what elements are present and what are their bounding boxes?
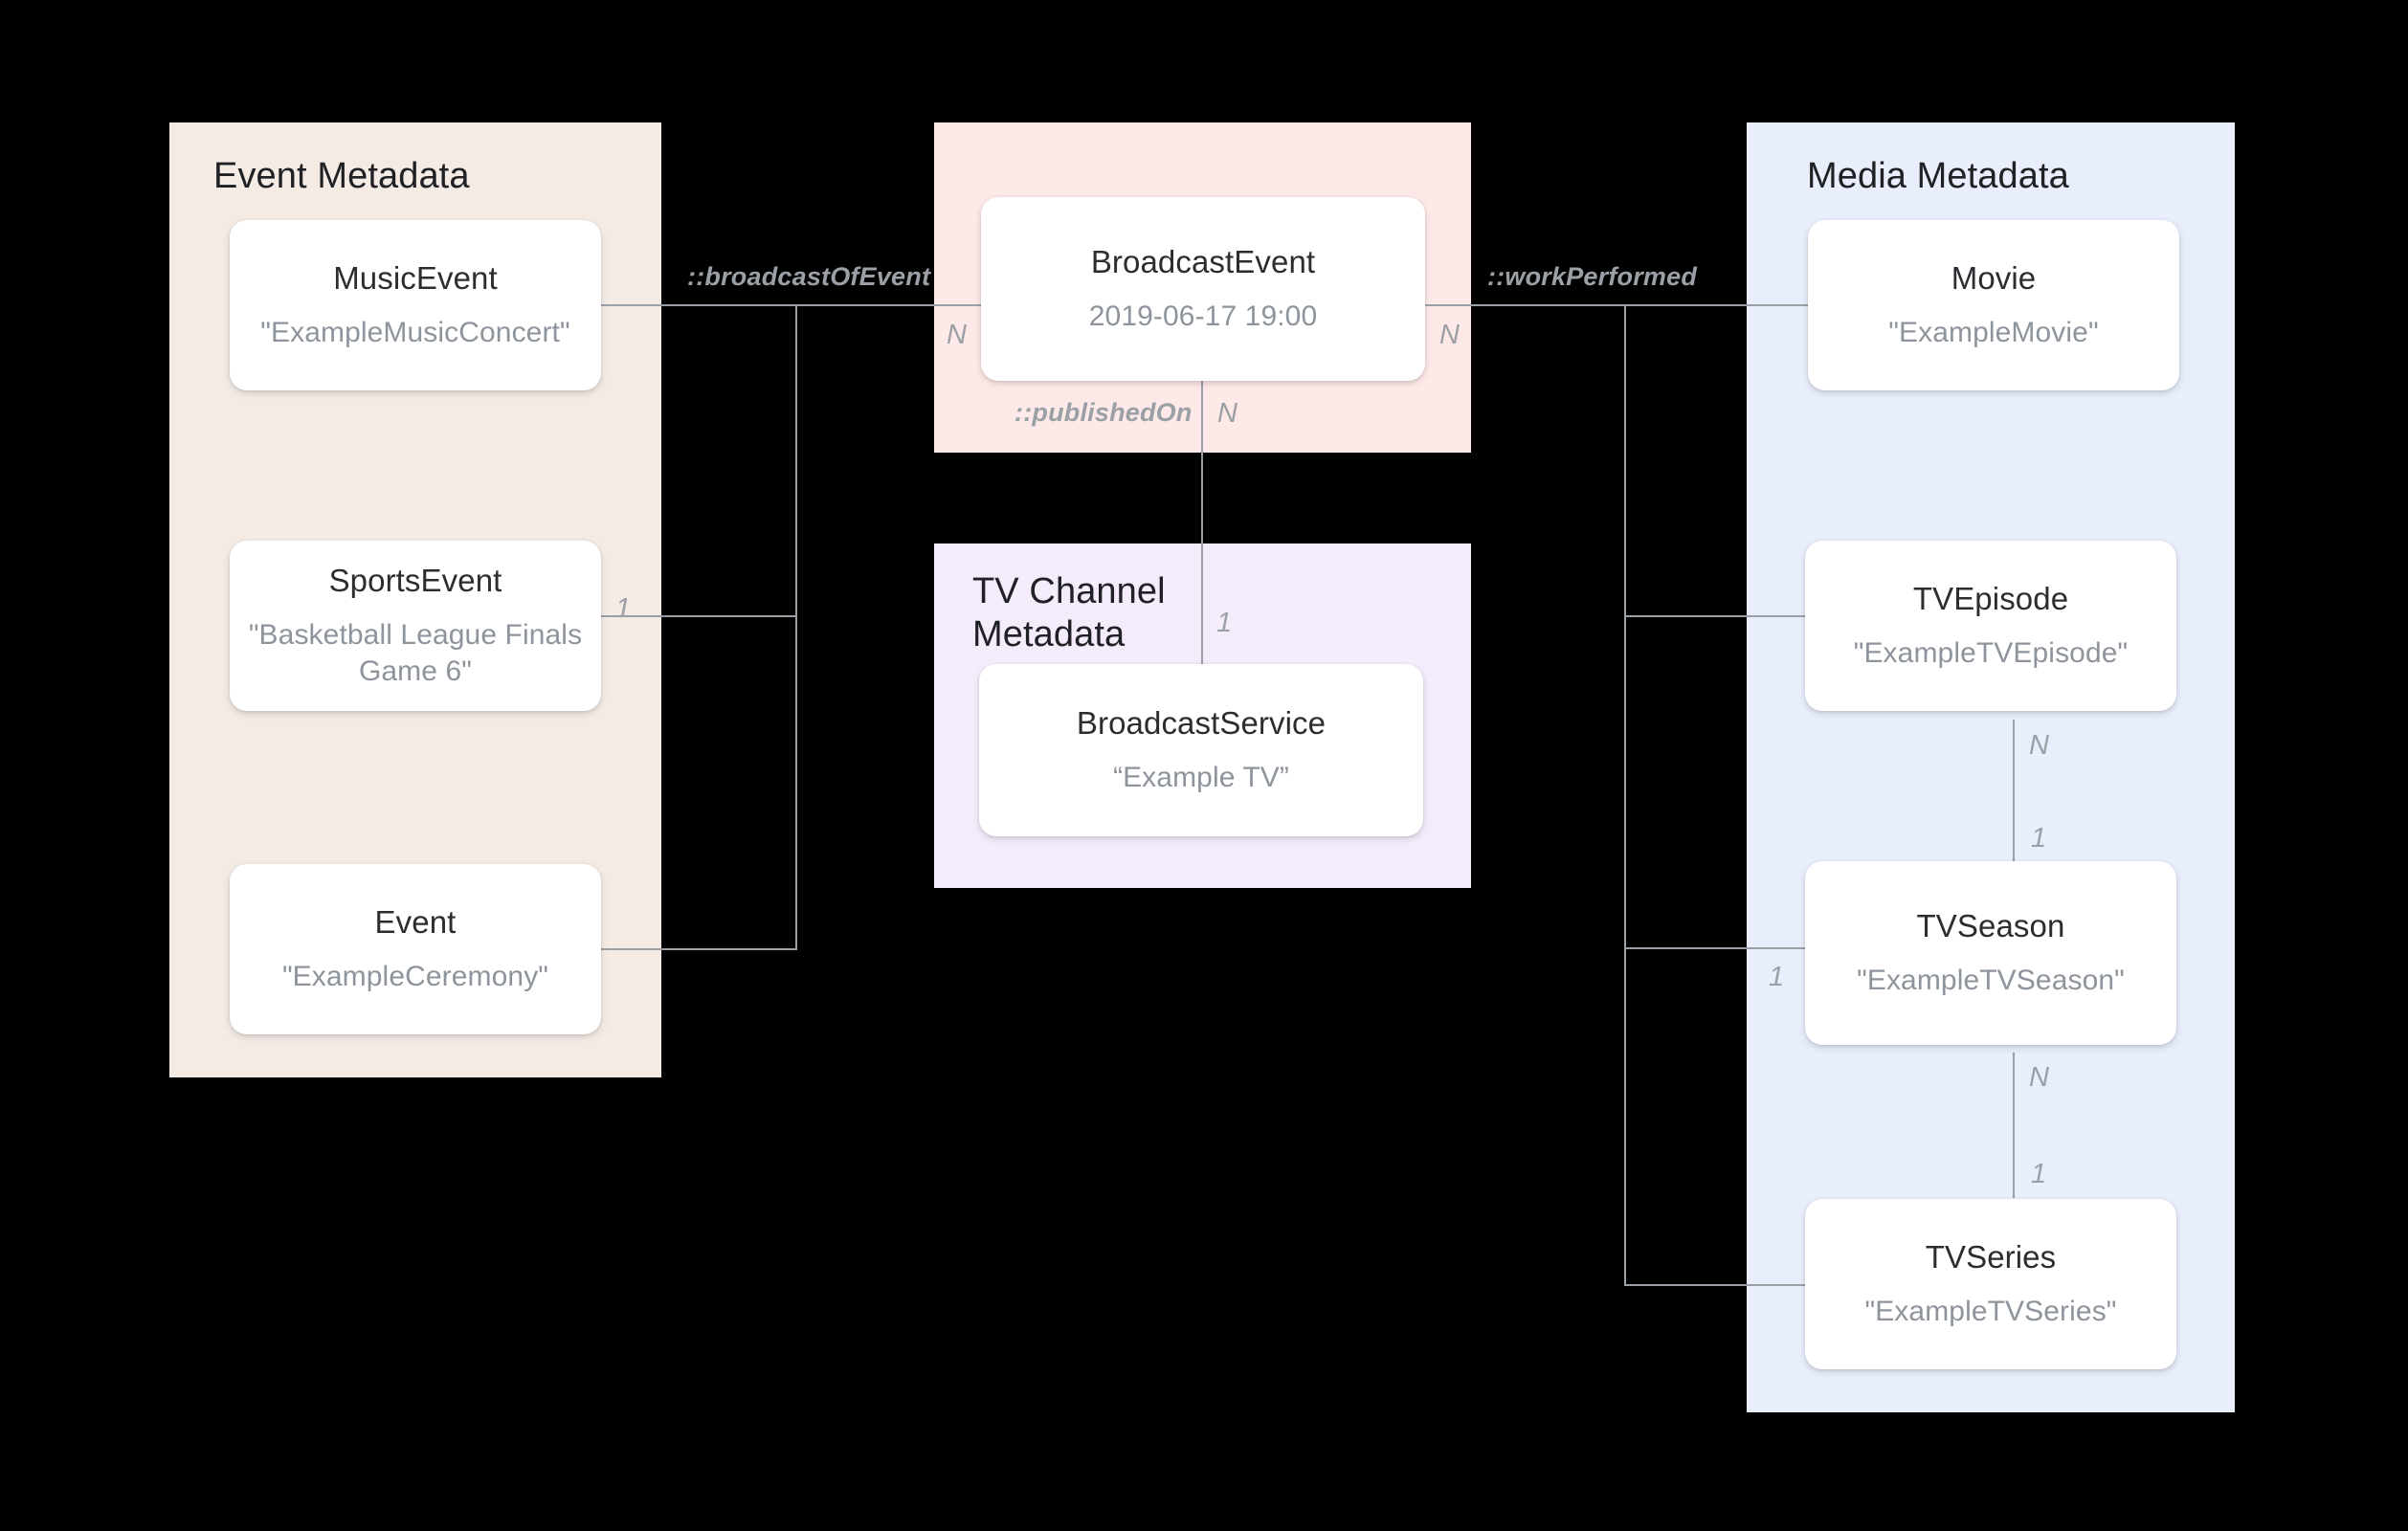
cardinality-n-tvepisode: N	[2029, 730, 2050, 761]
entity-card-movie[interactable]: Movie "ExampleMovie"	[1808, 220, 2179, 390]
connector-tvepisode-horizontal	[1624, 615, 1808, 617]
entity-value-movie: "ExampleMovie"	[1888, 317, 2099, 349]
entity-type-musicevent: MusicEvent	[333, 259, 498, 296]
connector-event-horizontal	[601, 948, 797, 950]
cardinality-n-broadcastevent-right: N	[1439, 320, 1460, 350]
connector-right-trunk-vertical	[1624, 304, 1626, 1286]
entity-type-sportsevent: SportsEvent	[328, 563, 502, 599]
edge-label-publishedon: ::publishedOn	[1014, 398, 1193, 427]
cardinality-1-tvseries: 1	[2031, 1159, 2047, 1189]
entity-type-tvseason: TVSeason	[1916, 907, 2065, 943]
cardinality-n-broadcastevent-left: N	[947, 320, 968, 350]
group-title-event-metadata: Event Metadata	[213, 156, 470, 196]
connector-movie-horizontal	[1624, 304, 1808, 306]
entity-card-tvseries[interactable]: TVSeries "ExampleTVSeries"	[1805, 1199, 2176, 1369]
connector-tvseries-horizontal	[1624, 1284, 1808, 1286]
entity-card-event[interactable]: Event "ExampleCeremony"	[230, 864, 601, 1034]
cardinality-1-tvseason-left: 1	[1769, 962, 1785, 992]
entity-card-broadcastevent[interactable]: BroadcastEvent 2019-06-17 19:00	[981, 197, 1425, 381]
entity-value-sportsevent: "Basketball League Finals Game 6"	[248, 619, 583, 688]
entity-type-event: Event	[374, 903, 457, 940]
entity-value-musicevent: "ExampleMusicConcert"	[260, 317, 570, 349]
entity-type-tvepisode: TVEpisode	[1912, 580, 2069, 616]
cardinality-1-sportsevent: 1	[615, 593, 632, 624]
entity-card-broadcastservice[interactable]: BroadcastService “Example TV”	[979, 664, 1423, 836]
entity-value-broadcastservice: “Example TV”	[1112, 762, 1290, 794]
connector-broadcastevent-to-right-trunk	[1425, 304, 1626, 306]
entity-card-tvseason[interactable]: TVSeason "ExampleTVSeason"	[1805, 861, 2176, 1045]
cardinality-1-broadcastservice: 1	[1216, 608, 1233, 638]
connector-left-trunk-vertical	[795, 304, 797, 950]
connector-sportsevent-horizontal	[601, 615, 797, 617]
connector-tvseason-horizontal	[1624, 947, 1808, 949]
entity-type-broadcastevent: BroadcastEvent	[1090, 243, 1316, 279]
connector-publishedon-vertical	[1201, 381, 1203, 664]
entity-value-tvepisode: "ExampleTVEpisode"	[1853, 637, 2129, 670]
group-title-media-metadata: Media Metadata	[1807, 156, 2069, 196]
entity-value-tvseason: "ExampleTVSeason"	[1857, 965, 2125, 997]
entity-card-sportsevent[interactable]: SportsEvent "Basketball League Finals Ga…	[230, 541, 601, 711]
entity-value-tvseries: "ExampleTVSeries"	[1864, 1296, 2117, 1328]
edge-label-workperformed: ::workPerformed	[1487, 262, 1698, 291]
entity-card-musicevent[interactable]: MusicEvent "ExampleMusicConcert"	[230, 220, 601, 390]
entity-value-event: "ExampleCeremony"	[281, 961, 549, 993]
cardinality-n-tvseason-bottom: N	[2029, 1062, 2050, 1093]
entity-card-tvepisode[interactable]: TVEpisode "ExampleTVEpisode"	[1805, 541, 2176, 711]
group-title-tv-channel-metadata: TV Channel Metadata	[972, 571, 1166, 655]
edge-label-broadcastofevent: ::broadcastOfEvent	[687, 262, 931, 291]
connector-tvepisode-tvseason-vertical	[2013, 720, 2015, 903]
entity-type-tvseries: TVSeries	[1925, 1238, 2057, 1275]
entity-value-broadcastevent: 2019-06-17 19:00	[1088, 300, 1318, 333]
connector-musicevent-horizontal	[601, 304, 797, 306]
connector-tvseason-tvseries-vertical	[2013, 1053, 2015, 1198]
entity-type-broadcastservice: BroadcastService	[1076, 704, 1327, 741]
entity-type-movie: Movie	[1951, 259, 2037, 296]
connector-left-trunk-to-broadcastevent	[795, 304, 983, 306]
cardinality-n-broadcastevent-bottom: N	[1217, 398, 1238, 429]
cardinality-1-tvseason-top: 1	[2031, 823, 2047, 854]
